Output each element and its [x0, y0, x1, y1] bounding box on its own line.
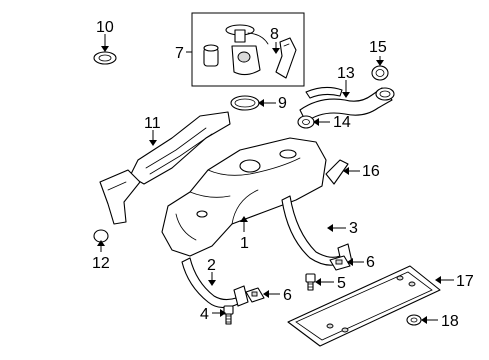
- pump-module-box: [191, 12, 305, 87]
- part-6-clip-right: [329, 255, 351, 271]
- callout-13: 13: [337, 65, 355, 82]
- callout-1: 1: [240, 235, 249, 252]
- part-15-gasket: [371, 65, 389, 81]
- part-16-clip: [325, 159, 349, 185]
- part-13-filler-pipe: [299, 86, 395, 123]
- part-2-strap: [181, 257, 249, 309]
- part-11-heat-shield: [99, 111, 231, 225]
- callout-5: 5: [337, 275, 346, 292]
- callout-labels: 10 7 8 9 15 13 14 11 16 1 3 12 6 2 5 17 …: [92, 19, 474, 330]
- callout-10: 10: [96, 19, 114, 36]
- callout-17: 17: [456, 273, 474, 290]
- part-14-grommet: [297, 115, 315, 129]
- callout-2: 2: [207, 257, 216, 274]
- callout-14: 14: [333, 114, 351, 131]
- callout-18: 18: [441, 313, 459, 330]
- callout-3: 3: [349, 220, 358, 237]
- part-3-strap: [281, 195, 353, 267]
- part-10-seal: [93, 51, 117, 65]
- part-4-bolt: [223, 305, 234, 325]
- callout-9: 9: [278, 95, 287, 112]
- callout-16: 16: [362, 163, 380, 180]
- callout-7: 7: [175, 45, 184, 62]
- part-8-sender-bracket: [275, 37, 297, 79]
- part-18-nut: [406, 314, 422, 326]
- callout-8: 8: [270, 26, 279, 43]
- part-9-lock-ring: [230, 95, 260, 111]
- callout-4: 4: [200, 306, 209, 323]
- part-7-fuel-pump-module: [203, 24, 269, 76]
- callout-6-left: 6: [283, 287, 292, 304]
- callout-6-right: 6: [366, 254, 375, 271]
- part-17-skid-plate: [287, 265, 441, 347]
- part-5-bolt: [305, 273, 316, 291]
- leader-lines: [97, 34, 454, 324]
- callout-15: 15: [369, 39, 387, 56]
- callout-12: 12: [92, 255, 110, 272]
- part-1-fuel-tank: [161, 137, 327, 257]
- part-6-clip-left: [245, 287, 265, 303]
- callout-11: 11: [144, 115, 161, 132]
